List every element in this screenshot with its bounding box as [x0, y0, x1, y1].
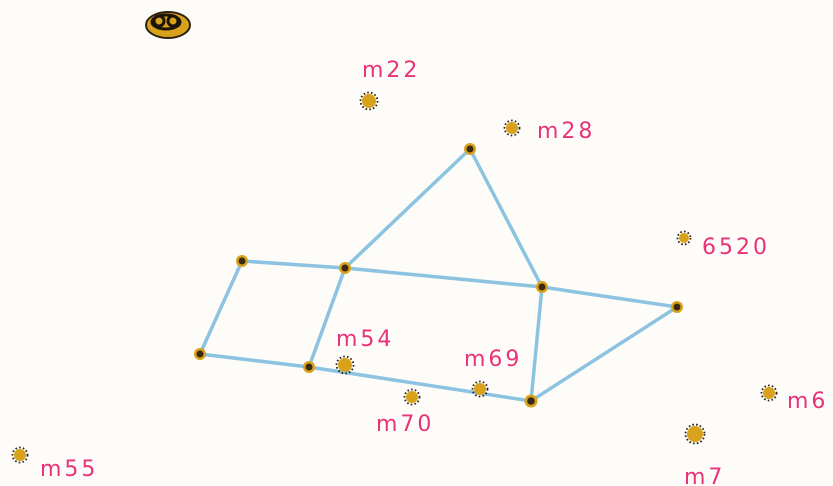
- star: [536, 281, 548, 293]
- constellation-line: [345, 268, 542, 287]
- label-m69: m69: [464, 347, 522, 372]
- constellation-line: [345, 149, 470, 268]
- constellation-line: [200, 354, 309, 367]
- label-m54: m54: [336, 327, 394, 352]
- cluster-m70: [405, 390, 420, 405]
- constellation-line: [542, 287, 677, 307]
- constellation-line: [531, 307, 677, 401]
- star: [339, 262, 351, 274]
- star: [464, 143, 476, 155]
- star: [671, 301, 683, 313]
- cluster-6520: [678, 232, 691, 245]
- constellation-line: [242, 261, 345, 268]
- label-6520: 6520: [702, 235, 770, 260]
- star: [194, 348, 206, 360]
- cluster-m55: [13, 448, 28, 463]
- constellation-stars: [194, 143, 683, 408]
- cluster-m28: [505, 121, 520, 136]
- deep-sky-objects: [13, 93, 777, 463]
- cluster-m6: [762, 386, 777, 401]
- constellation-line: [470, 149, 542, 287]
- cluster-m54: [337, 357, 354, 374]
- constellation-line: [309, 268, 345, 367]
- star: [236, 255, 248, 267]
- label-m6: m6: [787, 389, 828, 414]
- label-m55: m55: [40, 457, 98, 482]
- saturn-icon: [146, 12, 190, 38]
- star: [303, 361, 315, 373]
- label-m7: m7: [684, 465, 725, 486]
- object-labels: m22 m28 6520 m54 m69 m70 m6 m7 m55: [40, 58, 828, 486]
- constellation-line: [531, 287, 542, 401]
- cluster-m7: [686, 425, 705, 444]
- star: [525, 395, 538, 408]
- label-m70: m70: [376, 412, 434, 437]
- cluster-m22: [361, 93, 378, 110]
- label-m22: m22: [362, 58, 420, 83]
- constellation-line: [200, 261, 242, 354]
- constellation-lines: [200, 149, 677, 401]
- label-m28: m28: [537, 119, 595, 144]
